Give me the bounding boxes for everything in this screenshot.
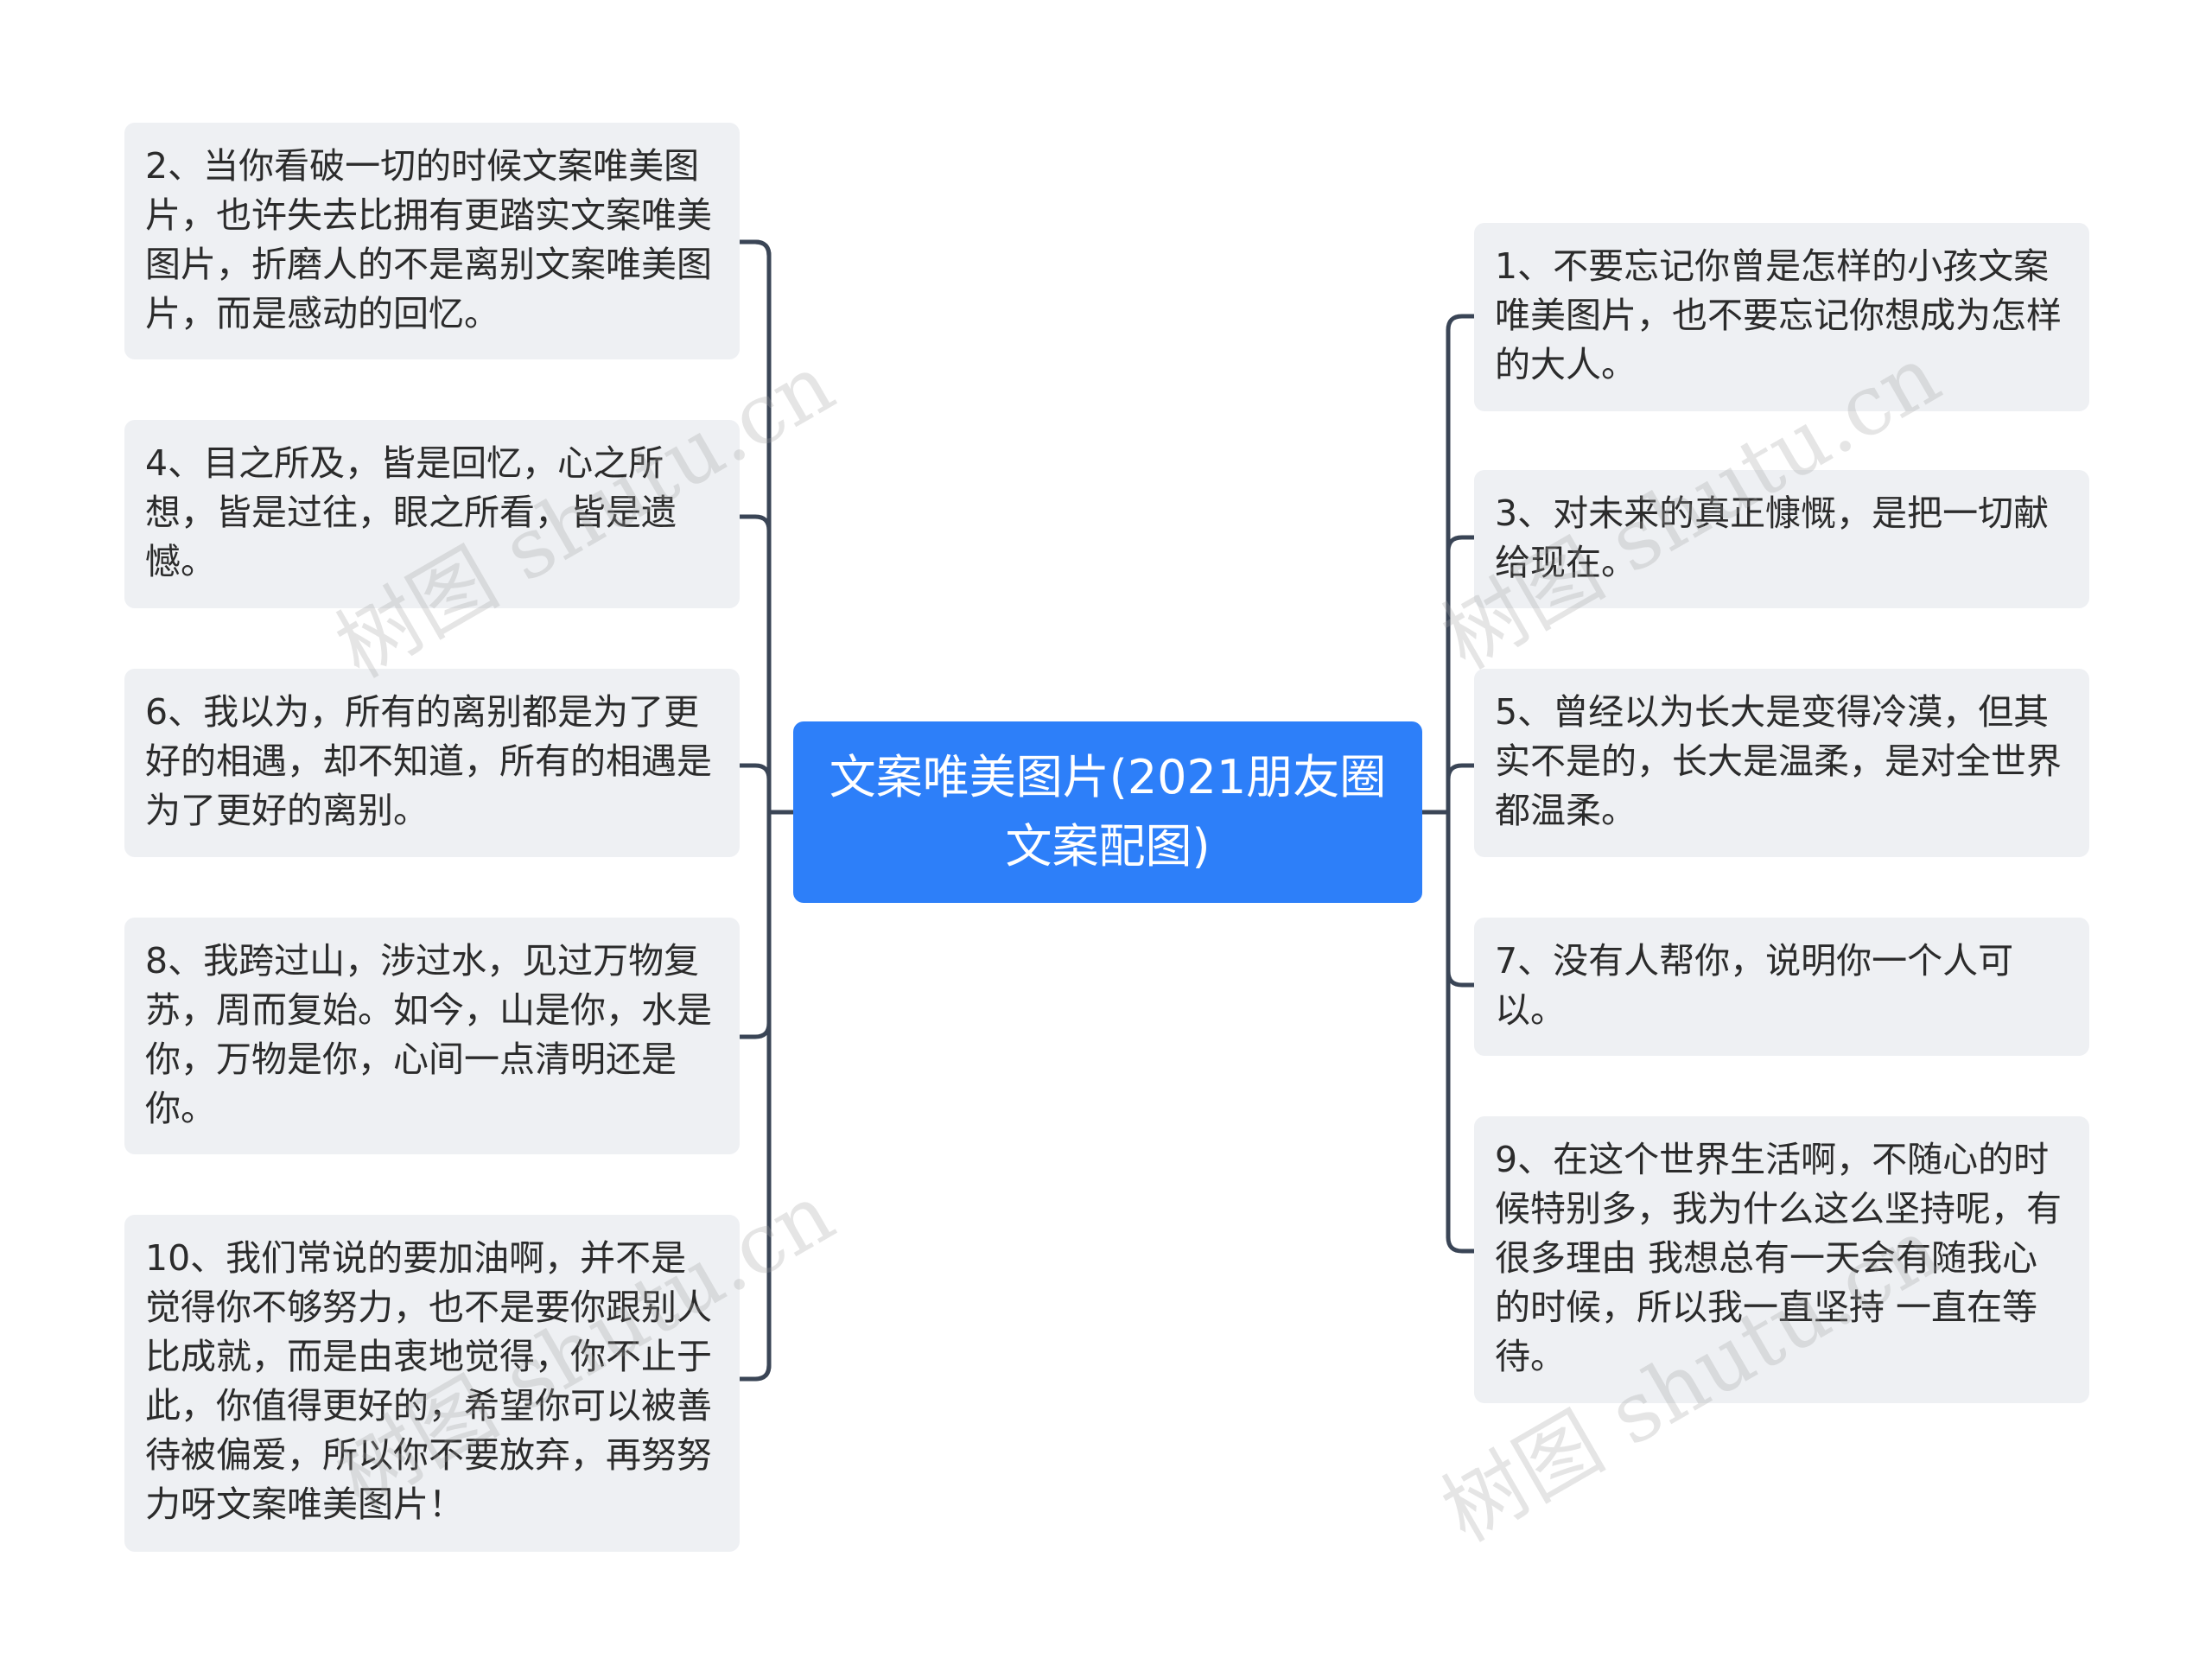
left-node-4-text: 8、我跨过山，涉过水，见过万物复苏，周而复始。如今，山是你，水是你，万物是你，心… bbox=[145, 940, 712, 1129]
left-node-3[interactable]: 6、我以为，所有的离别都是为了更好的相遇，却不知道，所有的相遇是为了更好的离别。 bbox=[124, 669, 740, 857]
left-node-2-text: 4、目之所及，皆是回忆，心之所想，皆是过往，眼之所看，皆是遗憾。 bbox=[145, 442, 677, 582]
left-node-5-text: 10、我们常说的要加油啊，并不是觉得你不够努力，也不是要你跟别人比成就，而是由衷… bbox=[145, 1237, 712, 1525]
right-branch-connector-5 bbox=[1446, 1235, 1477, 1254]
left-branch-connector-1 bbox=[737, 239, 772, 258]
left-branch-connector-2 bbox=[737, 514, 772, 533]
left-node-2[interactable]: 4、目之所及，皆是回忆，心之所想，皆是过往，眼之所看，皆是遗憾。 bbox=[124, 420, 740, 608]
right-branch-connector-4 bbox=[1446, 969, 1477, 988]
left-node-4[interactable]: 8、我跨过山，涉过水，见过万物复苏，周而复始。如今，山是你，水是你，万物是你，心… bbox=[124, 918, 740, 1154]
right-branch-connector-2 bbox=[1446, 535, 1477, 554]
left-node-3-text: 6、我以为，所有的离别都是为了更好的相遇，却不知道，所有的相遇是为了更好的离别。 bbox=[145, 691, 712, 831]
right-node-3[interactable]: 5、曾经以为长大是变得冷漠，但其实不是的，长大是温柔，是对全世界都温柔。 bbox=[1474, 669, 2089, 857]
left-branch-connector-5 bbox=[737, 1363, 772, 1382]
right-node-5[interactable]: 9、在这个世界生活啊，不随心的时候特别多，我为什么这么坚持呢，有很多理由 我想总… bbox=[1474, 1116, 2089, 1403]
right-node-2-text: 3、对未来的真正慷慨，是把一切献给现在。 bbox=[1495, 492, 2050, 583]
right-node-5-text: 9、在这个世界生活啊，不随心的时候特别多，我为什么这么坚持呢，有很多理由 我想总… bbox=[1495, 1139, 2062, 1377]
right-node-4-text: 7、没有人帮你，说明你一个人可以。 bbox=[1495, 940, 2014, 1031]
right-branch-connector-3 bbox=[1446, 763, 1477, 782]
left-node-1[interactable]: 2、当你看破一切的时候文案唯美图片，也许失去比拥有更踏实文案唯美图片，折磨人的不… bbox=[124, 123, 740, 359]
left-node-5[interactable]: 10、我们常说的要加油啊，并不是觉得你不够努力，也不是要你跟别人比成就，而是由衷… bbox=[124, 1215, 740, 1552]
right-node-4[interactable]: 7、没有人帮你，说明你一个人可以。 bbox=[1474, 918, 2089, 1056]
right-node-1-text: 1、不要忘记你曾是怎样的小孩文案唯美图片，也不要忘记你想成为怎样的大人。 bbox=[1495, 245, 2062, 385]
right-branch-connector-1 bbox=[1446, 314, 1477, 333]
left-node-1-text: 2、当你看破一切的时候文案唯美图片，也许失去比拥有更踏实文案唯美图片，折磨人的不… bbox=[145, 145, 712, 334]
central-topic-label: 文案唯美图片(2021朋友圈文案配图) bbox=[829, 750, 1387, 874]
right-node-1[interactable]: 1、不要忘记你曾是怎样的小孩文案唯美图片，也不要忘记你想成为怎样的大人。 bbox=[1474, 223, 2089, 411]
left-branch-spine bbox=[747, 239, 772, 1382]
left-branch-connector-4 bbox=[737, 1020, 772, 1039]
left-branch-connector-3 bbox=[737, 763, 772, 782]
central-topic[interactable]: 文案唯美图片(2021朋友圈文案配图) bbox=[793, 721, 1422, 903]
right-node-3-text: 5、曾经以为长大是变得冷漠，但其实不是的，长大是温柔，是对全世界都温柔。 bbox=[1495, 691, 2062, 831]
right-node-2[interactable]: 3、对未来的真正慷慨，是把一切献给现在。 bbox=[1474, 470, 2089, 608]
